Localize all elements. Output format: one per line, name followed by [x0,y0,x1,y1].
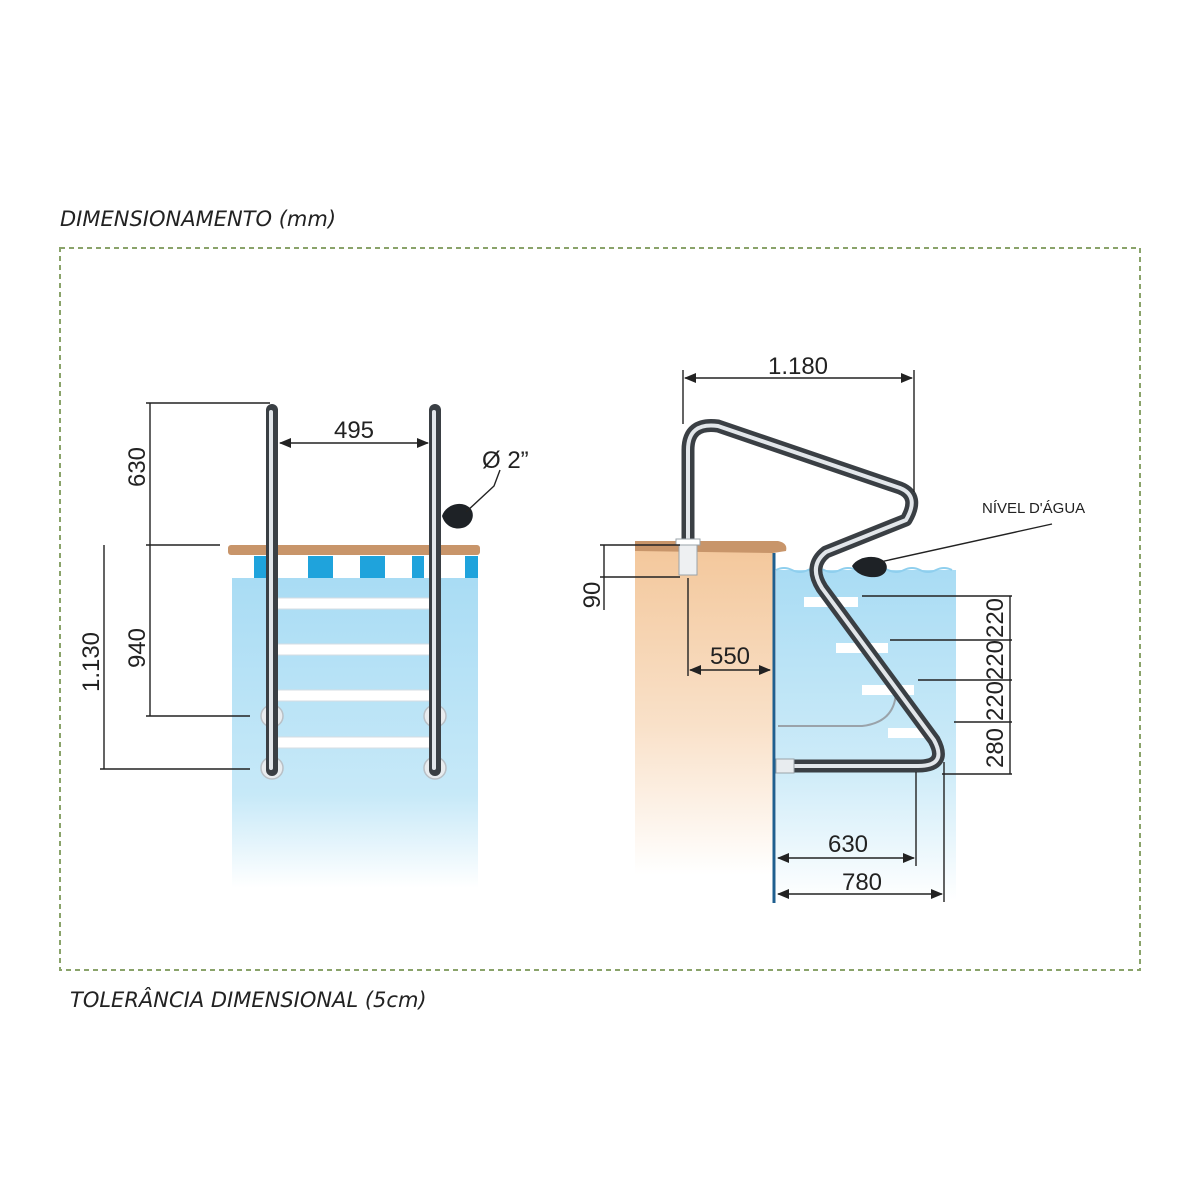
step-spacing-3-label: 220 [982,681,1009,721]
step-spacing-2-label: 220 [982,640,1009,680]
front-step-1 [269,597,435,610]
front-rail-left [266,404,278,776]
side-view: NÍVEL D'ÁGUA 1.180 90 550 220 220 220 28… [579,353,1085,903]
side-handrail [681,419,945,773]
front-deck [228,545,480,555]
water-level-label: NÍVEL D'ÁGUA [982,500,1085,517]
front-water-top [232,578,478,586]
water-level-leader [879,523,1053,563]
front-step-4 [269,736,435,749]
side-inner-reach-label: 630 [828,831,868,858]
pipe-cap-icon [442,503,473,529]
water-level-icon [852,556,887,578]
tolerance-note: TOLERÂNCIA DIMENSIONAL (5cm) [70,988,427,1012]
deck-anchor-sleeve [678,540,698,576]
wall-anchor-plate [775,758,795,774]
diagram-title: DIMENSIONAMENTO (mm) [60,207,337,231]
pipe-diameter-leader [465,469,501,513]
side-deck [635,541,787,553]
step-spacing-1-label: 220 [982,598,1009,638]
diagram-frame [59,247,1141,971]
side-deck-thickness-label: 90 [579,582,606,609]
front-above-deck-label: 630 [124,447,151,487]
bottom-spacing-label: 280 [982,728,1009,768]
side-step-4 [888,728,928,738]
front-step-2 [269,643,435,656]
front-step-3 [269,689,435,702]
front-rail-right [429,404,441,776]
front-total-depth-label: 1.130 [78,632,105,692]
side-outer-reach-label: 780 [842,869,882,896]
front-below-deck-label: 940 [124,628,151,668]
side-wall-soil [635,545,773,875]
front-steps [269,597,435,749]
pipe-diameter-label: Ø 2” [482,447,529,474]
side-step-3 [862,685,914,695]
side-anchor-offset-label: 550 [710,643,750,670]
front-width-label: 495 [334,417,374,444]
front-view: Ø 2” 495 630 940 1.130 [78,402,529,888]
side-overall-label: 1.180 [768,353,828,380]
